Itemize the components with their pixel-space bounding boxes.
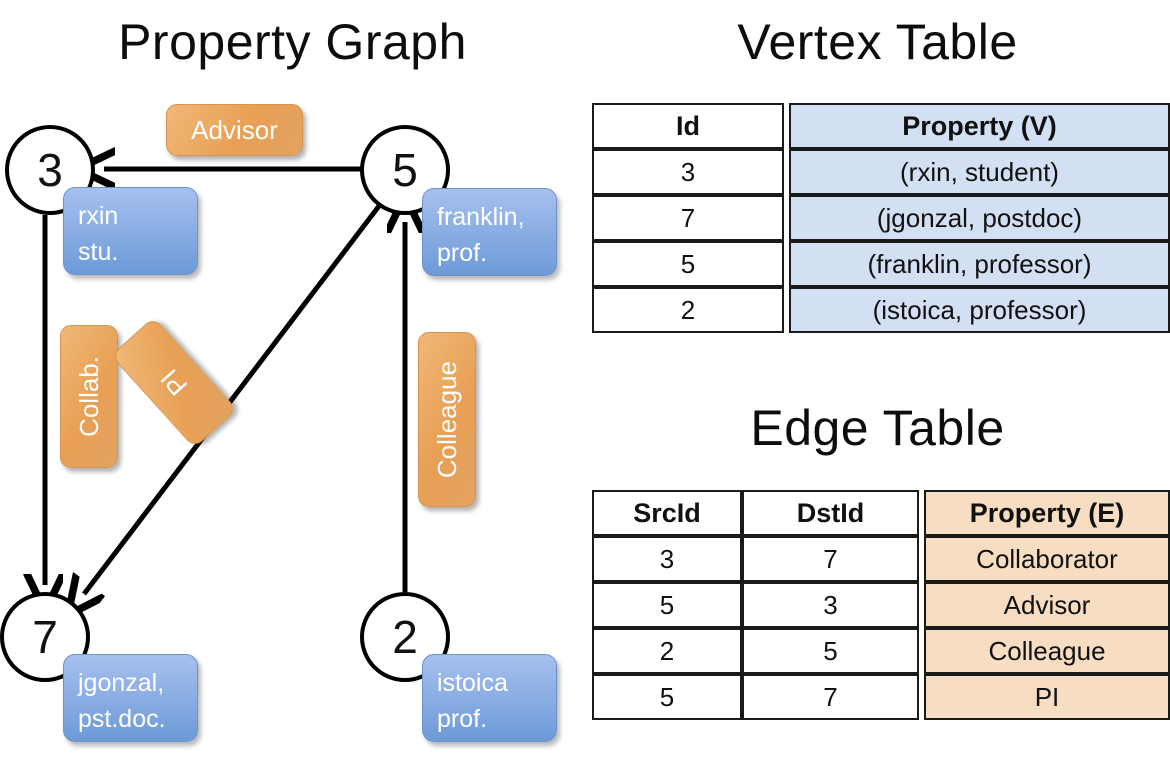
edge-cell-property: Advisor [924, 582, 1170, 628]
edge-label-advisor-text: Advisor [191, 114, 278, 145]
property-graph-diagram: 3 5 7 2 rxin stu. franklin, prof. jgonza… [0, 0, 585, 760]
table-row[interactable]: 5 3 Advisor [592, 582, 1170, 628]
edge-cell-property: Colleague [924, 628, 1170, 674]
vertex-cell-id: 3 [592, 149, 784, 195]
vertex-cell-property: (jgonzal, postdoc) [789, 195, 1170, 241]
table-row[interactable]: 5 (franklin, professor) [592, 241, 1170, 287]
edge-cell-srcid: 3 [592, 536, 742, 582]
graph-node-2[interactable]: 2 [360, 592, 450, 682]
edge-label-colleague[interactable]: Colleague [418, 332, 476, 507]
table-row[interactable]: 7 (jgonzal, postdoc) [592, 195, 1170, 241]
edge-cell-dstid: 7 [742, 536, 919, 582]
edge-label-advisor[interactable]: Advisor [166, 104, 303, 156]
edge-cell-srcid: 5 [592, 674, 742, 720]
edge-cell-srcid: 5 [592, 582, 742, 628]
graph-node-5[interactable]: 5 [360, 125, 450, 215]
table-row[interactable]: 2 (istoica, professor) [592, 287, 1170, 333]
vertex-property-franklin-line1: franklin, [437, 203, 525, 231]
table-row[interactable]: 2 5 Colleague [592, 628, 1170, 674]
vertex-property-jgonzal-line2: pst.doc. [78, 705, 166, 733]
table-row[interactable]: 3 7 Collaborator [592, 536, 1170, 582]
edge-table-header-property: Property (E) [924, 490, 1170, 536]
vertex-cell-property: (rxin, student) [789, 149, 1170, 195]
vertex-cell-property: (franklin, professor) [789, 241, 1170, 287]
vertex-cell-id: 2 [592, 287, 784, 333]
table-row[interactable]: 3 (rxin, student) [592, 149, 1170, 195]
vertex-property-istoica-line1: istoica [437, 669, 508, 697]
vertex-table-header-property: Property (V) [789, 103, 1170, 149]
edge-label-collab-text: Collab. [73, 356, 104, 437]
vertex-property-franklin-line2: prof. [437, 239, 488, 267]
edge-label-collab[interactable]: Collab. [60, 325, 118, 468]
edge-cell-dstid: 7 [742, 674, 919, 720]
vertex-property-rxin-line1: rxin [78, 202, 119, 230]
vertex-table: Id Property (V) 3 (rxin, student) 7 (jgo… [592, 103, 1170, 333]
table-row[interactable]: 5 7 PI [592, 674, 1170, 720]
edge-label-colleague-text: Colleague [431, 360, 462, 479]
edge-table-header-srcid: SrcId [592, 490, 742, 536]
vertex-property-box-istoica[interactable]: istoica prof. [422, 654, 557, 742]
page-title-property-graph: Property Graph [118, 14, 467, 70]
vertex-property-rxin-line2: stu. [78, 238, 119, 266]
vertex-property-box-rxin[interactable]: rxin stu. [63, 187, 198, 275]
graph-edge-lines [0, 0, 585, 760]
vertex-property-istoica-line2: prof. [437, 705, 488, 733]
page-title-edge-table: Edge Table [750, 400, 1005, 456]
page-title-vertex-table: Vertex Table [737, 14, 1018, 70]
vertex-cell-id: 5 [592, 241, 784, 287]
vertex-table-header-id: Id [592, 103, 784, 149]
edge-table-header-row: SrcId DstId Property (E) [592, 490, 1170, 536]
edge-cell-srcid: 2 [592, 628, 742, 674]
edge-table-header-dstid: DstId [742, 490, 919, 536]
vertex-cell-id: 7 [592, 195, 784, 241]
edge-cell-dstid: 3 [742, 582, 919, 628]
edge-cell-dstid: 5 [742, 628, 919, 674]
vertex-table-header-row: Id Property (V) [592, 103, 1170, 149]
edge-table: SrcId DstId Property (E) 3 7 Collaborato… [592, 490, 1170, 720]
vertex-property-box-franklin[interactable]: franklin, prof. [422, 188, 557, 276]
edge-cell-property: PI [924, 674, 1170, 720]
vertex-property-jgonzal-line1: jgonzal, [78, 669, 165, 697]
edge-label-pi-text: PI [154, 363, 193, 402]
edge-cell-property: Collaborator [924, 536, 1170, 582]
vertex-property-box-jgonzal[interactable]: jgonzal, pst.doc. [63, 654, 198, 742]
edge-line-5-to-7 [84, 204, 381, 594]
vertex-cell-property: (istoica, professor) [789, 287, 1170, 333]
